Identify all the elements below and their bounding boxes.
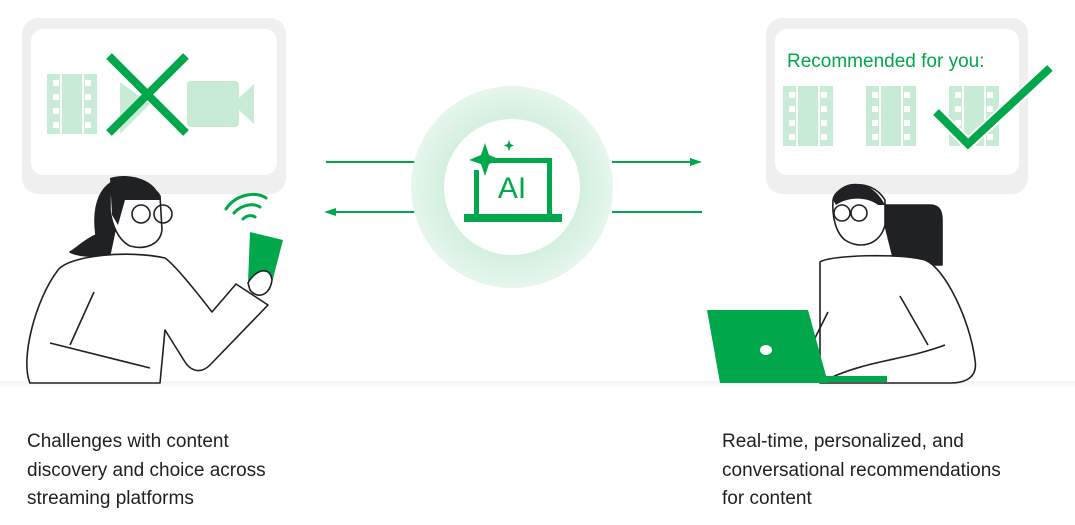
video-camera-icon	[187, 81, 254, 127]
caption-line: conversational recommendations	[722, 459, 1001, 481]
sparkle-small-icon	[504, 140, 514, 151]
checkmark-icon	[933, 65, 1053, 150]
film-strip-icon	[47, 74, 97, 134]
right-caption: Real-time, personalized, and conversatio…	[722, 428, 1022, 514]
caption-line: streaming platforms	[27, 488, 194, 509]
arrowhead-right-icon	[690, 158, 702, 166]
wifi-signal-icon	[224, 192, 268, 221]
left-caption: Challenges with content discovery and ch…	[27, 428, 327, 514]
ai-label: AI	[498, 172, 526, 205]
x-mark-icon	[106, 53, 189, 136]
logo-dot	[760, 345, 772, 355]
film-strip-icon	[866, 86, 916, 146]
ai-badge: AI	[411, 86, 613, 288]
person-with-phone	[26, 176, 283, 384]
sparkle-icon	[469, 143, 501, 176]
screen-heading: Recommended for you:	[787, 51, 985, 72]
laptop-ai-icon	[464, 140, 562, 222]
right-screen: Recommended for you:	[766, 18, 1055, 194]
caption-line: Challenges with content	[27, 431, 229, 452]
person-with-laptop	[707, 183, 977, 384]
caption-line: discovery and choice across	[27, 459, 266, 481]
film-strip-icon	[783, 86, 833, 146]
caption-line: for content	[722, 488, 812, 509]
left-screen	[22, 18, 286, 194]
arrows	[324, 158, 702, 216]
caption-line: Real-time, personalized, and	[722, 431, 964, 452]
caption-band	[0, 381, 1075, 525]
arrowhead-left-icon	[324, 208, 336, 216]
